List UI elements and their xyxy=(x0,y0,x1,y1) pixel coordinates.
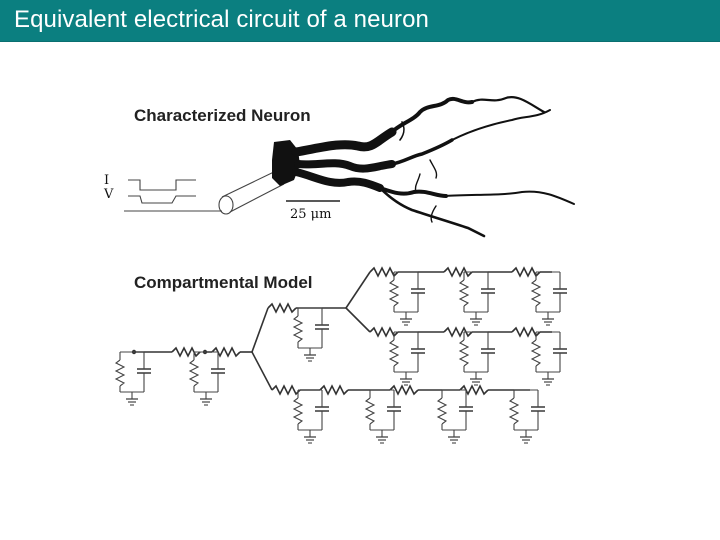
current-label: I xyxy=(104,173,109,188)
dendrites xyxy=(291,96,575,238)
rc-compartments xyxy=(115,271,568,444)
title-bar: Equivalent electrical circuit of a neuro… xyxy=(0,0,720,42)
scale-label: 25 μm xyxy=(290,207,331,222)
voltage-label: V xyxy=(103,187,114,202)
electrode xyxy=(124,169,285,215)
characterized-neuron-label: Characterized Neuron xyxy=(134,106,311,125)
current-step-trace xyxy=(128,179,196,191)
slide-title: Equivalent electrical circuit of a neuro… xyxy=(14,6,429,33)
compartmental-model-label: Compartmental Model xyxy=(134,273,313,292)
voltage-step-trace xyxy=(128,195,196,204)
